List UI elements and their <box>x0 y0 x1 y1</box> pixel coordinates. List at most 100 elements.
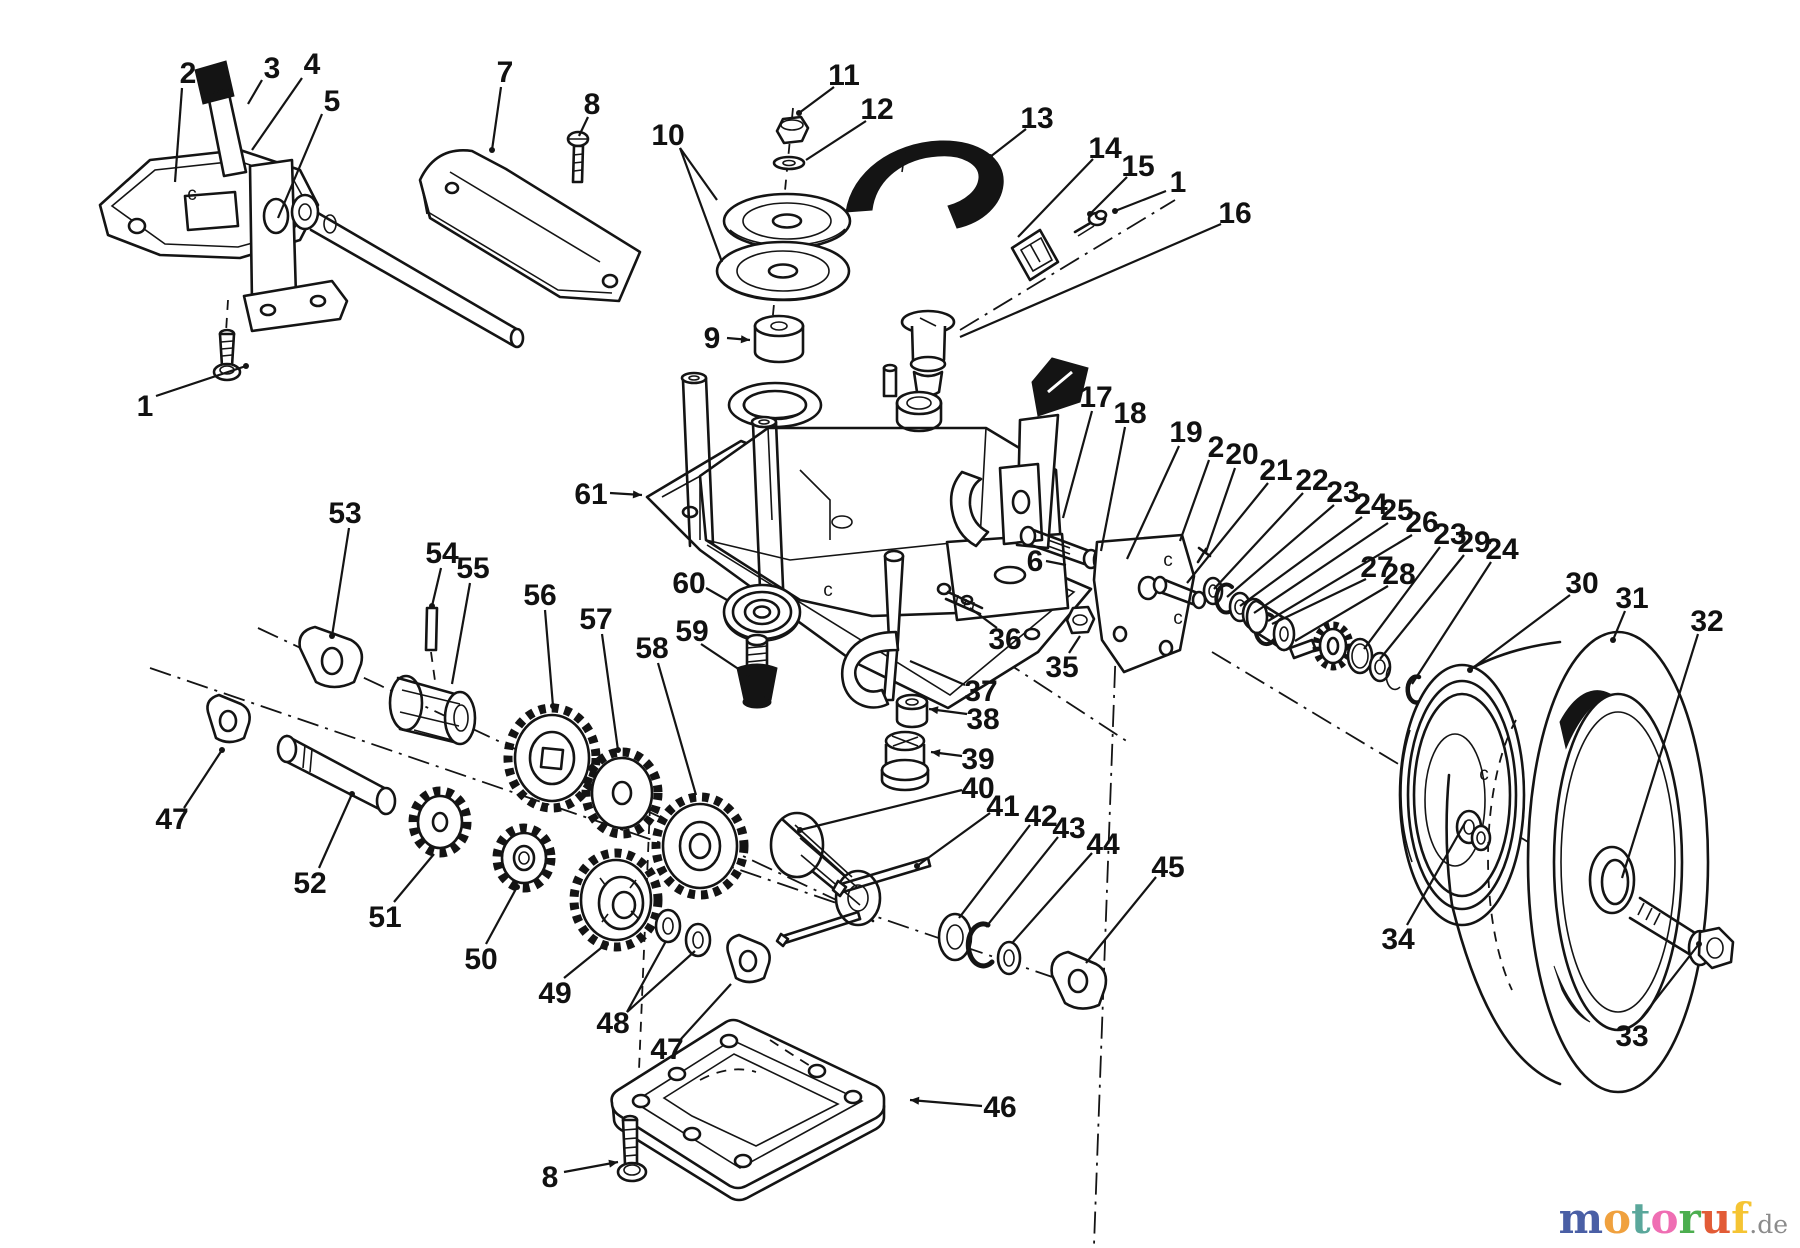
part-label-16: 16 <box>959 197 1252 339</box>
part-label-45: 45 <box>1085 851 1185 964</box>
part-label-6: 6 <box>1027 545 1067 578</box>
part-label-43: 43 <box>985 812 1086 928</box>
watermark-wordmark: motoruf <box>1558 1194 1750 1243</box>
svg-text:36: 36 <box>988 623 1021 656</box>
svg-text:40: 40 <box>961 772 994 805</box>
part-label-35: 35 <box>1045 635 1081 684</box>
part-label-40: 40 <box>797 772 995 833</box>
svg-text:9: 9 <box>704 322 721 355</box>
part-label-39: 39 <box>930 743 995 776</box>
roll-pins-41 <box>775 856 932 948</box>
bolt-1-left <box>212 328 242 382</box>
washer-42 <box>937 912 973 962</box>
axle-21 <box>1152 575 1207 610</box>
part-label-51: 51 <box>368 853 435 934</box>
lever-grip <box>194 60 235 105</box>
svg-text:28: 28 <box>1382 558 1415 591</box>
svg-text:43: 43 <box>1052 812 1085 845</box>
svg-text:38: 38 <box>966 703 999 736</box>
svg-text:23: 23 <box>1433 518 1466 551</box>
svg-text:7: 7 <box>497 56 514 89</box>
part-label-56: 56 <box>523 579 557 709</box>
part-label-20: 20 <box>1204 438 1259 553</box>
gear-56 <box>503 703 601 813</box>
svg-text:4: 4 <box>304 48 321 81</box>
svg-text:48: 48 <box>596 1007 629 1040</box>
svg-text:29: 29 <box>1457 526 1490 559</box>
svg-text:33: 33 <box>1615 1020 1648 1053</box>
svg-text:24: 24 <box>1485 533 1519 566</box>
part-label-44: 44 <box>1012 828 1120 943</box>
part-label-25: 25 <box>1253 494 1414 614</box>
svg-text:37: 37 <box>964 675 997 708</box>
svg-text:27: 27 <box>1360 551 1393 584</box>
wheel-rim-30 <box>1398 663 1526 927</box>
stud-post-right <box>750 415 786 614</box>
part-label-21: 21 <box>1186 454 1293 584</box>
key-28 <box>1288 638 1318 660</box>
part-label-58: 58 <box>635 632 698 796</box>
clip-14 <box>1010 228 1060 282</box>
snap-ring-43 <box>965 921 995 969</box>
part-label-13: 13 <box>987 102 1054 160</box>
height-adjuster-bracket <box>98 60 349 333</box>
svg-text:55: 55 <box>456 552 489 585</box>
part-label-50: 50 <box>464 884 520 976</box>
svg-text:52: 52 <box>293 867 326 900</box>
bearing-60 <box>722 583 802 642</box>
svg-text:32: 32 <box>1690 605 1723 638</box>
svg-text:51: 51 <box>368 901 401 934</box>
part-label-8: 8 <box>542 1159 619 1194</box>
shaft-52 <box>276 734 397 816</box>
stamp-c: c <box>823 580 833 601</box>
part-label-3: 3 <box>247 52 280 105</box>
svg-text:47: 47 <box>155 803 188 836</box>
part-label-23: 23 <box>1363 518 1467 650</box>
svg-text:5: 5 <box>324 85 341 118</box>
gear-49 <box>569 848 663 952</box>
hub-washer-34 <box>1455 809 1492 852</box>
part-label-32: 32 <box>1620 605 1724 879</box>
stamp-c: c <box>1479 764 1489 785</box>
watermark-link[interactable]: motoruf.de <box>1559 1198 1788 1240</box>
part-label-14: 14 <box>1017 132 1122 238</box>
watermark-tld: .de <box>1749 1210 1788 1239</box>
clutch-hub-40 <box>769 811 882 927</box>
svg-text:50: 50 <box>464 943 497 976</box>
part-label-24: 24 <box>1239 488 1388 607</box>
part-label-38: 38 <box>928 703 1000 736</box>
svg-text:47: 47 <box>650 1033 683 1066</box>
part-label-27: 27 <box>1271 551 1394 625</box>
svg-text:31: 31 <box>1615 582 1648 615</box>
svg-text:42: 42 <box>1024 800 1057 833</box>
svg-text:53: 53 <box>328 497 361 530</box>
svg-text:19: 19 <box>1169 416 1202 449</box>
svg-text:8: 8 <box>542 1161 559 1194</box>
part-label-46: 46 <box>909 1091 1017 1124</box>
part-label-42: 42 <box>958 800 1058 919</box>
stamp-c: c <box>1173 608 1183 629</box>
gear-51 <box>408 786 472 858</box>
svg-text:60: 60 <box>672 567 705 600</box>
svg-text:24: 24 <box>1354 488 1388 521</box>
nut-35 <box>1065 605 1096 635</box>
svg-text:30: 30 <box>1565 567 1598 600</box>
part-label-10: 10 <box>651 119 724 263</box>
output-boss <box>895 390 943 416</box>
svg-text:14: 14 <box>1088 132 1122 165</box>
svg-text:1: 1 <box>1170 166 1187 199</box>
part-label-4: 4 <box>251 48 321 151</box>
pin-54 <box>424 606 439 652</box>
clutch-yoke <box>949 462 1044 548</box>
svg-text:41: 41 <box>986 790 1019 823</box>
stud-post-left <box>680 371 715 548</box>
svg-text:22: 22 <box>1295 464 1328 497</box>
control-shaft <box>309 211 525 349</box>
bottom-cover-pan-46 <box>610 1018 886 1202</box>
svg-text:12: 12 <box>860 93 893 126</box>
washer-12 <box>772 155 806 171</box>
part-label-9: 9 <box>704 322 751 355</box>
shift-cap-16 <box>900 309 956 397</box>
svg-text:58: 58 <box>635 632 668 665</box>
